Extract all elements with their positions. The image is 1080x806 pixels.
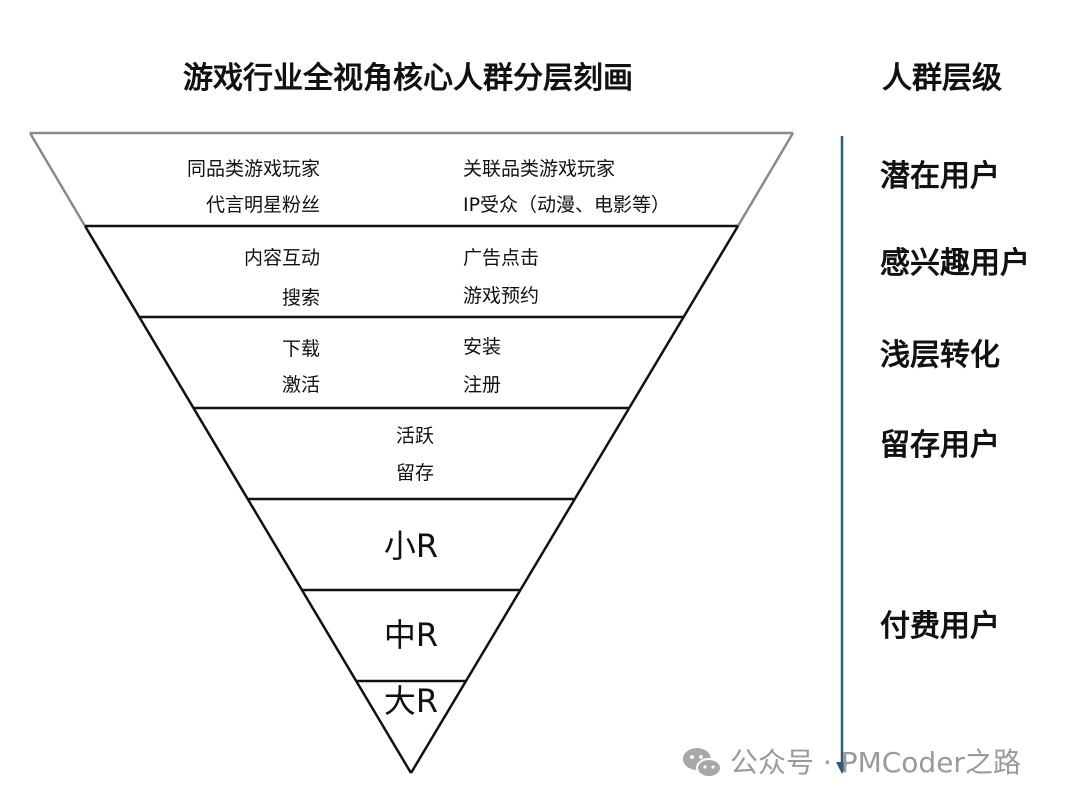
wechat-icon [683, 748, 722, 778]
level-label-1: 潜在用户 [880, 159, 1000, 194]
layer-4: 活跃 留存 [396, 425, 434, 484]
funnel [28, 131, 795, 774]
watermark-text: 公众号 · PMCoder之路 [730, 746, 1021, 779]
layer-5-label: 小R [384, 527, 438, 565]
layer-3-left-line-1: 下载 [282, 338, 320, 360]
level-label-2: 感兴趣用户 [880, 246, 1030, 281]
layer-4-line-1: 活跃 [396, 425, 434, 447]
layer-1-right-line-2: IP受众（动漫、电影等） [463, 194, 670, 216]
layer-1-left-line-1: 同品类游戏玩家 [187, 158, 320, 180]
layer-1: 同品类游戏玩家 代言明星粉丝 关联品类游戏玩家 IP受众（动漫、电影等） [187, 158, 670, 216]
layer-4-line-2: 留存 [396, 462, 434, 484]
diagram-title: 游戏行业全视角核心人群分层刻画 [183, 61, 633, 96]
layer-3-left-line-2: 激活 [282, 374, 320, 396]
layer-3-right-line-2: 注册 [463, 374, 501, 396]
layer-1-left-line-2: 代言明星粉丝 [206, 194, 320, 216]
layer-2-right-line-1: 广告点击 [463, 247, 539, 269]
layer-7-label: 大R [384, 682, 438, 720]
layer-1-right-line-1: 关联品类游戏玩家 [463, 158, 615, 180]
level-label-4: 留存用户 [880, 428, 1000, 463]
level-labels: 潜在用户 感兴趣用户 浅层转化 留存用户 付费用户 [880, 159, 1030, 644]
funnel-left-top-edge [28, 132, 87, 227]
funnel-right-top-edge [736, 132, 795, 227]
layer-2: 内容互动 搜索 广告点击 游戏预约 [244, 247, 539, 309]
watermark: 公众号 · PMCoder之路 [683, 746, 1021, 779]
layer-2-right-line-2: 游戏预约 [463, 285, 539, 307]
level-header: 人群层级 [882, 61, 1002, 96]
level-label-5: 付费用户 [880, 609, 1000, 644]
level-label-3: 浅层转化 [880, 338, 1000, 373]
layer-2-left-line-1: 内容互动 [244, 247, 320, 269]
layer-6-label: 中R [384, 616, 438, 654]
layer-3-right-line-1: 安装 [463, 336, 501, 358]
layer-3: 下载 激活 安装 注册 [282, 336, 501, 396]
level-arrow [836, 136, 848, 774]
level-arrow-head [836, 762, 848, 774]
layer-2-left-line-2: 搜索 [282, 287, 320, 309]
